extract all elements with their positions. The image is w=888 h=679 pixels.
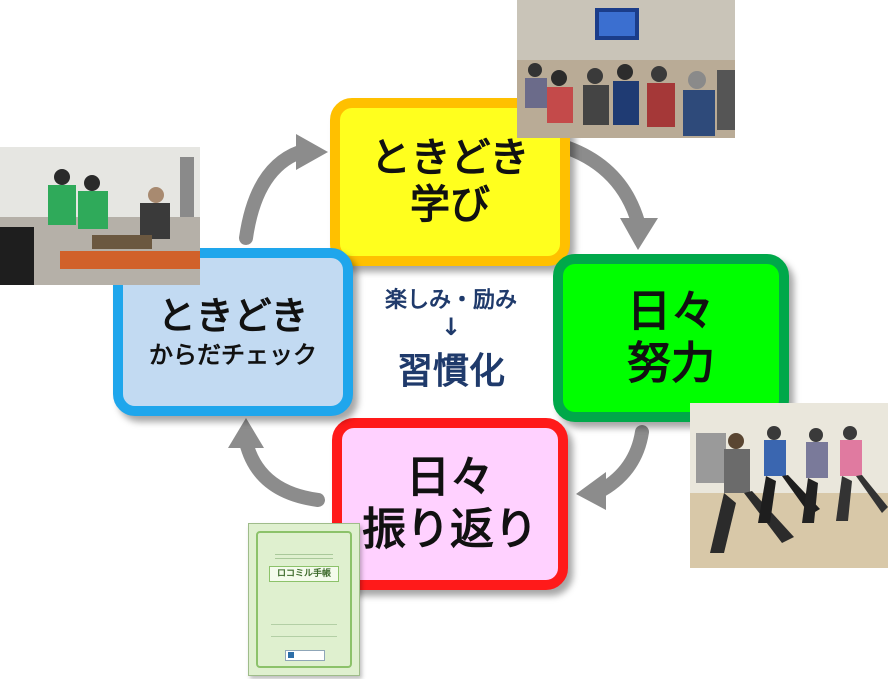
notebook-image: ロコミル手帳 — [248, 523, 360, 676]
center-line1: 楽しみ・励み — [384, 288, 517, 313]
box-check-line1: ときどき — [157, 294, 309, 339]
box-learn-line1: ときどき — [370, 134, 530, 181]
photo-lecture — [517, 0, 735, 138]
photo-exercise — [690, 403, 888, 568]
box-check-line2: からだチェック — [149, 341, 317, 370]
arrowhead-review — [576, 472, 606, 510]
notebook-field-line — [271, 636, 337, 637]
arrowhead-learn — [296, 134, 328, 170]
arrow-learn-to-effort — [561, 141, 645, 229]
box-effort-line1: 日々 — [627, 286, 715, 338]
arrow-effort-to-review — [595, 425, 649, 497]
box-effort: 日々 努力 — [553, 254, 789, 422]
box-check: ときどき からだチェック — [113, 248, 353, 416]
arrow-check-to-learn — [239, 145, 307, 245]
notebook-title: ロコミル手帳 — [269, 566, 339, 582]
notebook-header-line — [275, 558, 333, 559]
box-review-line1: 日々 — [406, 452, 494, 504]
box-effort-line2: 努力 — [627, 338, 715, 389]
down-arrow-icon: ↓ — [440, 313, 462, 341]
box-learn-line2: 学び — [410, 182, 490, 228]
center-label: 楽しみ・励み ↓ 習慣化 — [362, 282, 540, 394]
center-line2: 習慣化 — [396, 351, 505, 393]
arrowhead-check — [228, 418, 264, 448]
photo-checkup — [0, 147, 200, 285]
notebook-header-line — [275, 554, 333, 555]
box-review: 日々 振り返り — [332, 418, 568, 590]
arrowhead-effort — [620, 218, 658, 250]
arrow-review-to-check — [239, 435, 325, 507]
notebook-field-line — [271, 624, 337, 625]
notebook-border — [256, 531, 352, 668]
box-review-line2: 振り返り — [362, 504, 538, 555]
notebook-logo — [285, 650, 325, 661]
